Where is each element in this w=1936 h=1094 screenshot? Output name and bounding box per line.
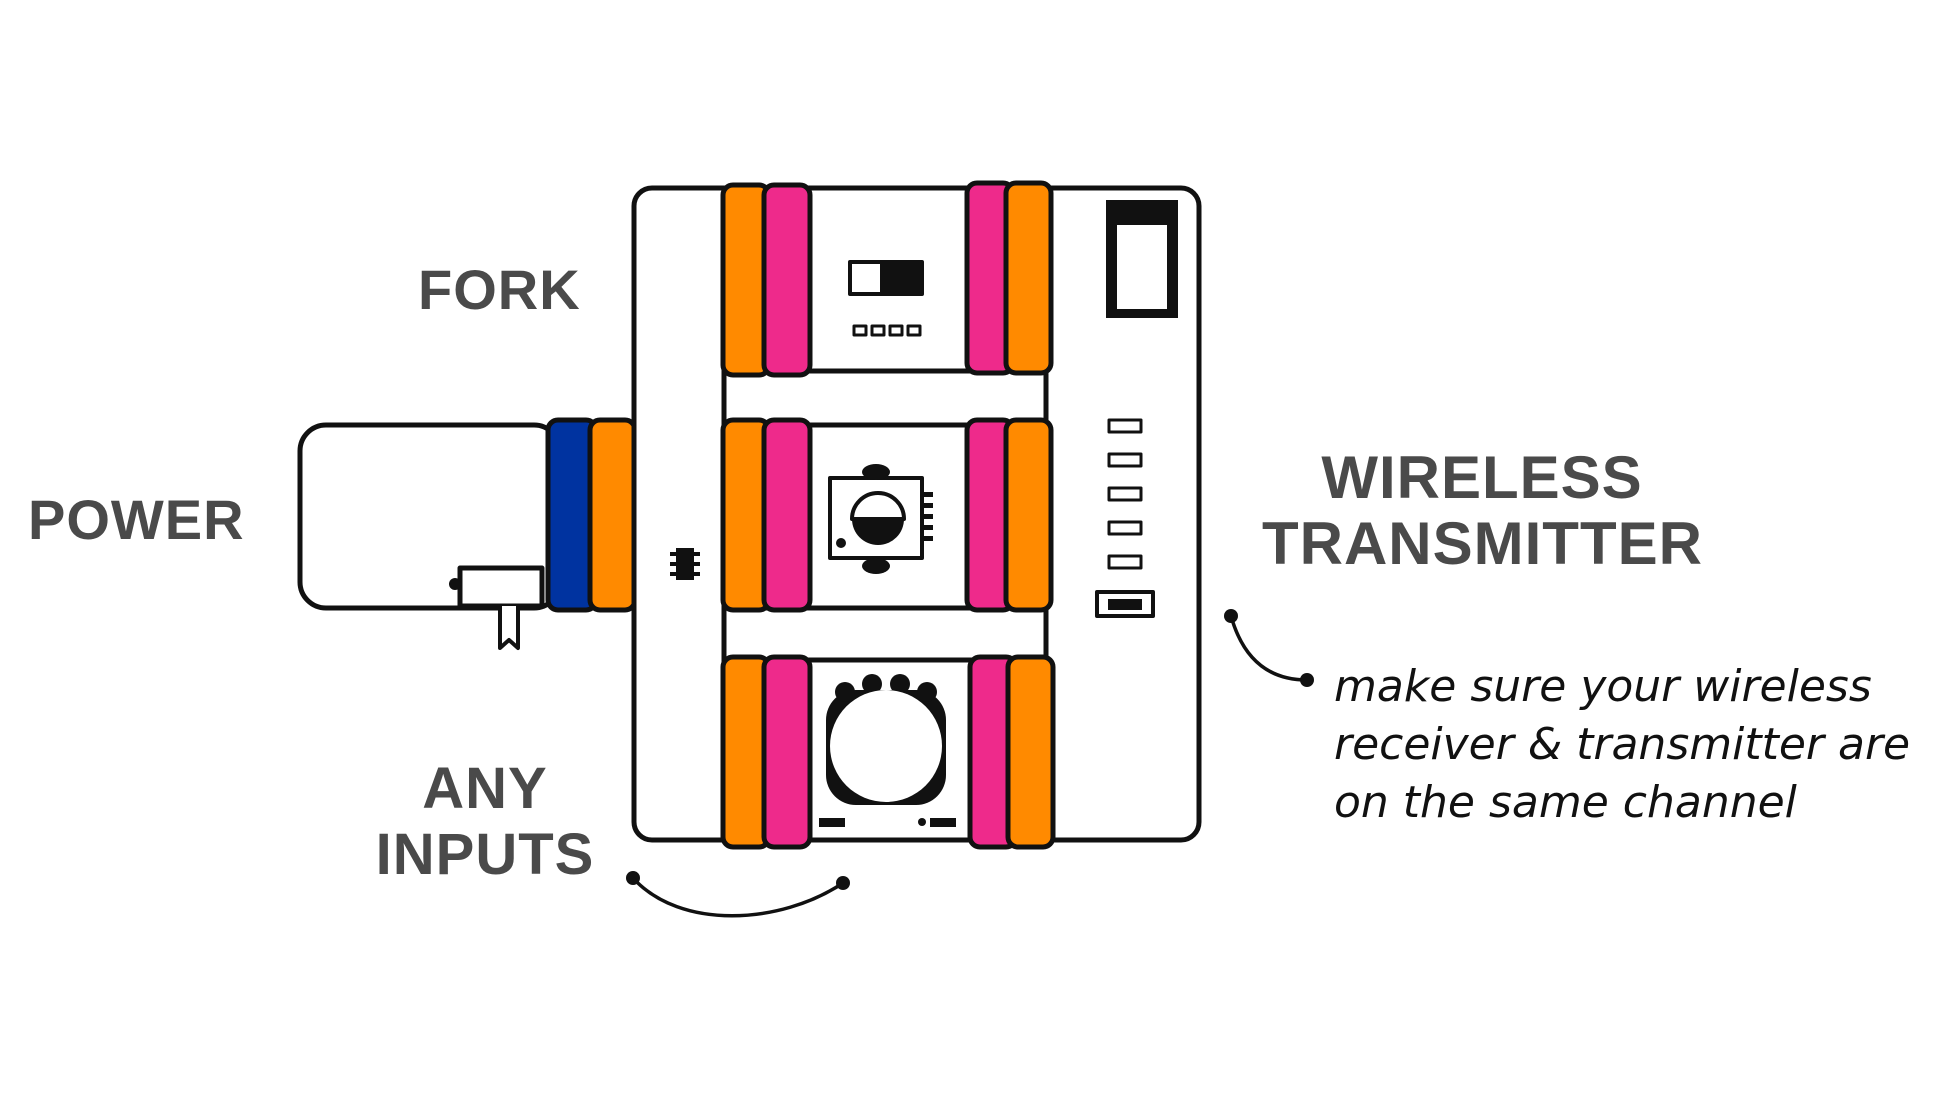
channel-note-line3: on the same channel: [1334, 777, 1797, 828]
channel-note-line2: receiver & transmitter are: [1334, 719, 1911, 770]
channel-note-line1: make sure your wireless: [1334, 661, 1872, 712]
channel-indicator-icon: [1095, 418, 1155, 618]
power-orange-connector: [587, 417, 638, 613]
power-label-text: POWER: [28, 488, 245, 551]
inputs-label-line2: INPUTS: [375, 822, 595, 887]
dial-icon: [819, 674, 956, 827]
any-inputs-label: ANY INPUTS: [360, 760, 610, 884]
power-label: POWER: [28, 492, 245, 548]
knob-module: [720, 417, 1054, 613]
power-switch-icon: [449, 565, 545, 650]
fork-label-text: FORK: [418, 258, 581, 321]
inputs-label-line1: ANY: [422, 756, 548, 821]
wireless-label-line2: TRANSMITTER: [1262, 510, 1703, 577]
wireless-transmitter-module: [1095, 200, 1178, 618]
rotary-knob-icon: [828, 464, 933, 574]
wireless-callout-curve: [1224, 609, 1314, 687]
channel-note: make sure your wireless receiver & trans…: [1334, 658, 1910, 832]
dial-module: [720, 654, 1056, 850]
chip-icon: [670, 548, 700, 580]
power-module: [297, 417, 638, 650]
antenna-window-icon: [1106, 200, 1178, 318]
fork-module: [720, 180, 1054, 378]
inputs-callout-curve: [626, 871, 850, 918]
fork-label: FORK: [418, 262, 581, 318]
slide-switch-icon: [848, 260, 924, 337]
wireless-label-line1: WIRELESS: [1321, 444, 1643, 511]
wireless-transmitter-label: WIRELESS TRANSMITTER: [1262, 448, 1702, 574]
